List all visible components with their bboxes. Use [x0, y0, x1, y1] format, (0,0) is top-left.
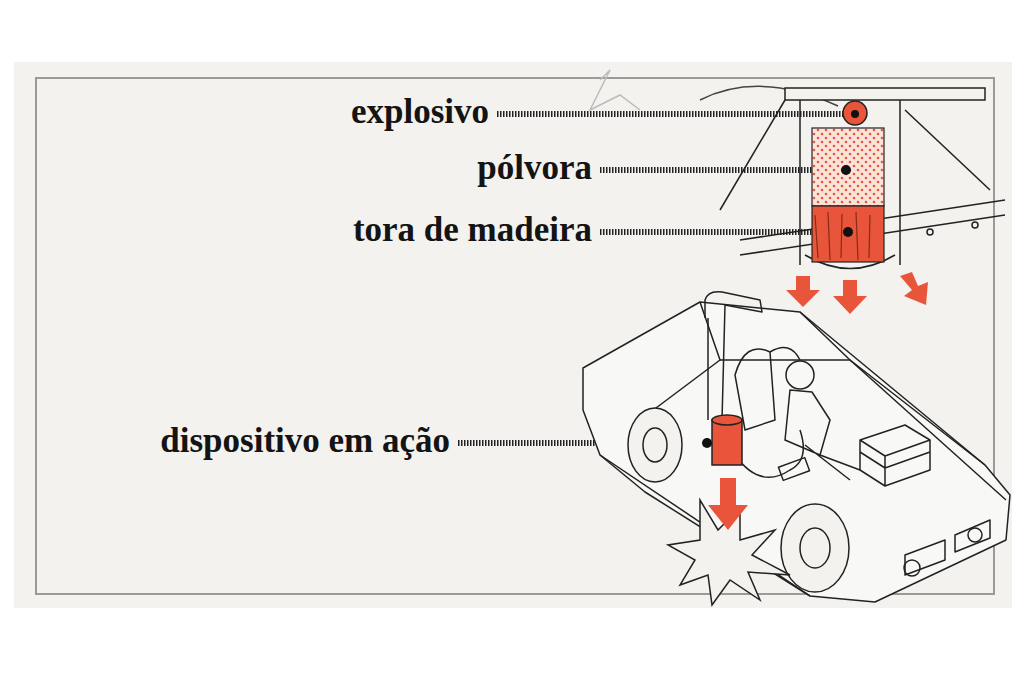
leader-dot: [851, 110, 859, 118]
wood-grain: [815, 212, 870, 260]
leader-dot: [841, 165, 851, 175]
label-holder: tora de madeira: [353, 211, 592, 250]
label-holder: pólvora: [477, 149, 592, 188]
label-holder: explosivo: [351, 93, 489, 132]
part-label: dispositivo em ação: [160, 421, 450, 460]
device-in-car: [712, 420, 742, 465]
leader-dot: [702, 438, 712, 448]
device-cap: [712, 415, 742, 425]
label-holder: dispositivo em ação: [160, 422, 450, 461]
card: [14, 62, 1012, 608]
leader-dot: [843, 227, 853, 237]
part-label: explosivo: [351, 92, 489, 131]
gunpowder-fill: [812, 128, 884, 206]
part-label: tora de madeira: [353, 210, 592, 249]
wood-log: [812, 206, 884, 262]
car-sketch: [583, 292, 1010, 602]
part-label: pólvora: [477, 148, 592, 187]
force-arrows: [786, 272, 928, 314]
down-arrow: [708, 478, 748, 530]
device-frame: [590, 70, 1005, 269]
explosive-charge: [843, 101, 867, 125]
